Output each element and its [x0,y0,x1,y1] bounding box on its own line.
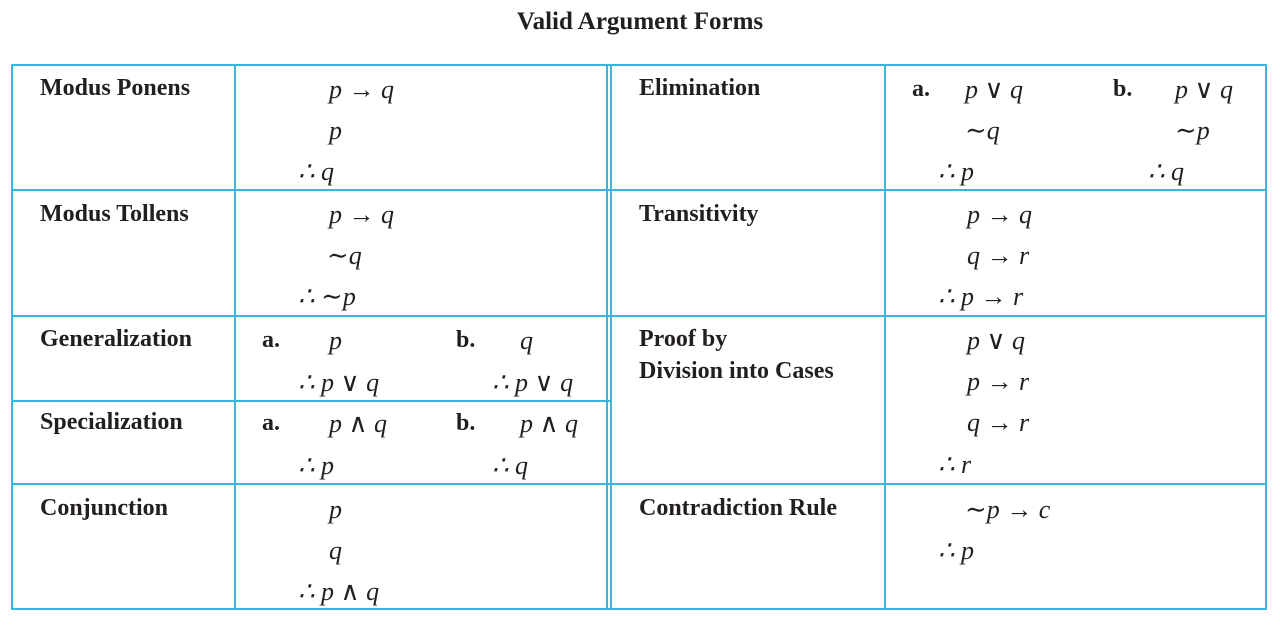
rule-name: Generalization [40,326,192,352]
conclusion: ∴ p ∨ q [298,368,380,397]
row-divider [11,400,611,402]
premise: p ∧ q [329,409,388,438]
premise: p ∨ q [1175,75,1234,104]
premise: p → q [329,200,394,229]
table-border-left [11,64,13,610]
rule-name: Conjunction [40,495,169,521]
premise: p [329,116,342,145]
variant-label: b. [1113,76,1133,102]
rule-name-line1: Proof by [639,326,728,352]
row-divider [11,483,1267,485]
row-divider [11,315,1267,317]
premise: q → r [967,241,1030,270]
rule-name: Modus Tollens [40,201,189,227]
premise: p → r [967,367,1030,396]
premise: ∼q [965,116,1000,145]
premise: p → q [329,75,394,104]
rule-name: Modus Ponens [40,75,191,101]
rule-name-line2: Division into Cases [639,358,834,384]
premise: ∼q [327,241,362,270]
premise: q → r [967,408,1030,437]
conclusion: ∴ p [938,157,975,186]
column-divider [234,64,236,610]
premise: p ∨ q [965,75,1024,104]
rule-name: Specialization [40,409,183,435]
premise: p [329,495,342,524]
table-border-bottom [11,608,1267,610]
rule-name: Elimination [639,75,761,101]
conclusion: ∴ r [938,450,972,479]
premise: p [329,326,342,355]
column-divider [884,64,886,610]
premise: q [520,326,533,355]
conclusion: ∴ p ∧ q [298,577,380,606]
variant-label: a. [262,410,280,436]
conclusion: ∴ q [492,451,529,480]
conclusion: ∴ p ∨ q [492,368,574,397]
center-divider [606,64,608,610]
variant-label: a. [912,76,930,102]
conclusion: ∴ ∼p [298,282,356,311]
center-divider [610,64,612,610]
row-divider [11,189,1267,191]
premise: ∼p [1175,116,1210,145]
premise: ∼p → c [965,495,1051,524]
premise: q [329,536,342,565]
page-title: Valid Argument Forms [516,8,764,35]
variant-label: a. [262,327,280,353]
premise: p → q [967,200,1032,229]
rule-name: Contradiction Rule [639,495,837,521]
conclusion: ∴ p → r [938,282,1024,311]
conclusion: ∴ p [938,536,975,565]
table-border-right [1265,64,1267,610]
rule-name: Transitivity [639,201,759,227]
premise: p ∨ q [967,326,1026,355]
conclusion: ∴ p [298,451,335,480]
premise: p ∧ q [520,409,579,438]
variant-label: b. [456,410,476,436]
conclusion: ∴ q [1148,157,1185,186]
table-border-top [11,64,1267,66]
conclusion: ∴ q [298,157,335,186]
variant-label: b. [456,327,476,353]
